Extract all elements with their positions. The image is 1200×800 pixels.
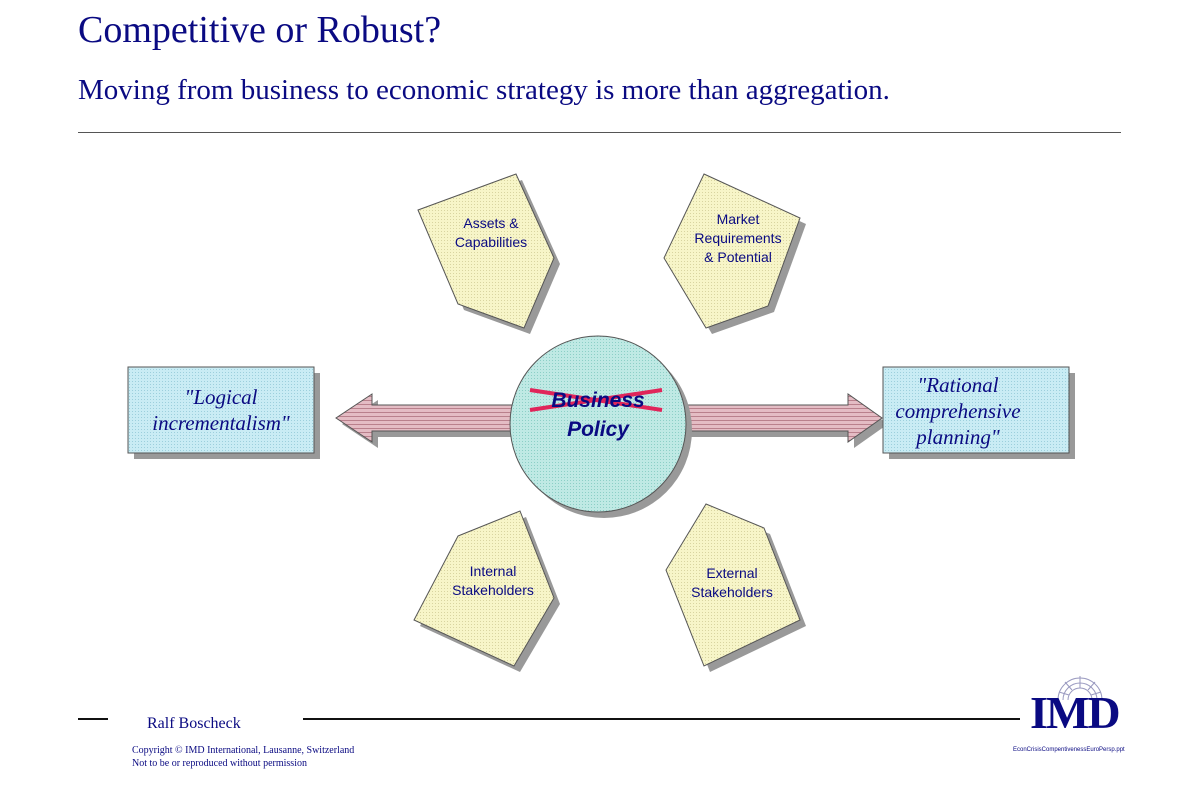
center-label-policy: Policy — [567, 418, 629, 441]
slide-subtitle: Moving from business to economic strateg… — [78, 74, 890, 106]
pentagon-label-assets: Assets & Capabilities — [454, 215, 528, 250]
strike-cross — [529, 388, 663, 412]
left-arrow — [335, 393, 526, 448]
center-circle — [509, 335, 692, 518]
pentagon-bottom-right — [665, 503, 806, 672]
file-name: EconCrisisCompentivenessEuroPersp.ppt — [1013, 747, 1125, 753]
imd-logo: IMD — [1030, 687, 1121, 738]
pentagon-label-external: External Stakeholders — [691, 565, 773, 600]
pentagon-label-market: Market Requirements & Potential — [694, 211, 782, 265]
author-name: Ralf Boscheck — [147, 715, 241, 732]
slide-title: Competitive or Robust? — [78, 9, 442, 51]
pentagon-label-internal: Internal Stakeholders — [452, 563, 534, 598]
right-box-label: "Rational comprehensive planning" — [895, 373, 1021, 449]
copyright-notice: Copyright © IMD International, Lausanne,… — [132, 745, 355, 769]
center-label-business: Business — [551, 389, 645, 412]
title-divider — [78, 132, 1121, 133]
imd-logo-mark — [1057, 676, 1103, 701]
left-box — [127, 366, 320, 459]
right-arrow — [679, 393, 888, 448]
pentagon-top-right — [663, 173, 806, 334]
pentagon-bottom-left — [413, 510, 560, 672]
pentagon-top-left — [417, 173, 560, 334]
left-box-label: "Logical incrementalism" — [152, 385, 290, 435]
right-box — [882, 366, 1075, 459]
